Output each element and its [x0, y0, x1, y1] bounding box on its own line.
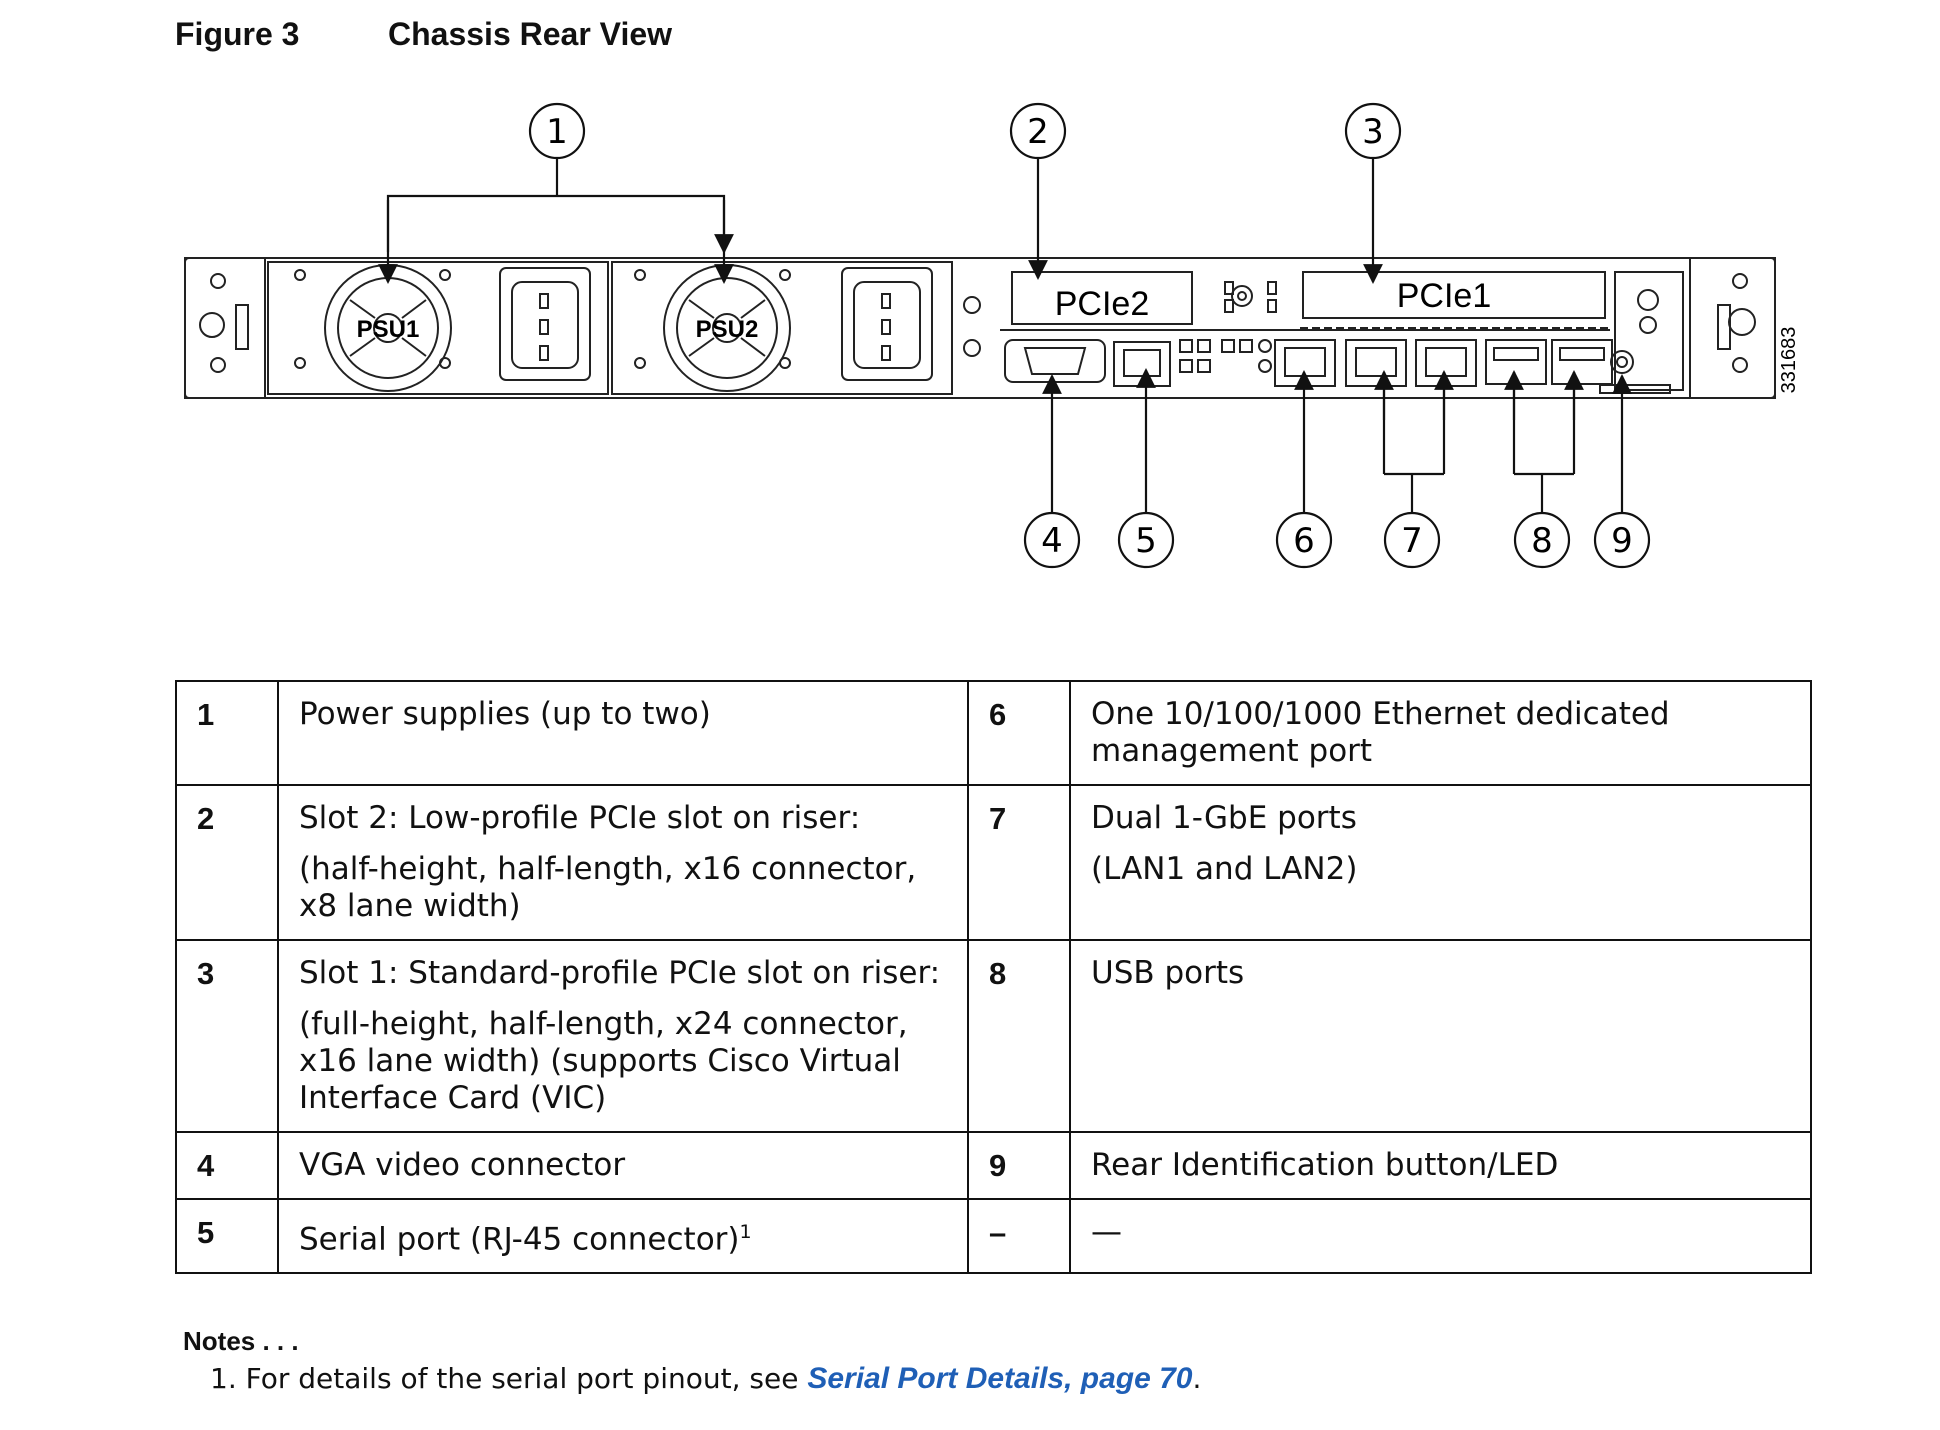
pcie1-label: PCIe1: [1397, 277, 1492, 315]
callout-7: 7: [1383, 511, 1441, 569]
legend-desc: USB ports: [1069, 939, 1812, 1133]
callouts: 1 2 3 4 5 6 7 8 9: [528, 102, 1651, 569]
serial-port: [1113, 341, 1171, 387]
callout-6: 6: [1275, 511, 1333, 569]
psu2-inlet: [841, 267, 933, 381]
callout-5: 5: [1117, 511, 1175, 569]
figure-title: Chassis Rear View: [388, 16, 673, 52]
legend-row: 1 Power supplies (up to two) 6 One 10/10…: [175, 680, 1812, 786]
callout-2: 2: [1009, 102, 1067, 160]
legend-row: 2 Slot 2: Low-profile PCIe slot on riser…: [175, 784, 1812, 941]
legend-num: 1: [175, 680, 279, 786]
figure-number: Figure 3: [175, 16, 300, 52]
svg-text:5: 5: [1135, 521, 1157, 561]
callout-8: 8: [1513, 511, 1571, 569]
callout-3: 3: [1344, 102, 1402, 160]
legend-desc: Power supplies (up to two): [277, 680, 969, 786]
legend-desc: Dual 1-GbE ports(LAN1 and LAN2): [1069, 784, 1812, 941]
legend-num: –: [967, 1197, 1071, 1275]
chassis-rear-diagram: PSU1 PSU2 PCIe2 PCIe1 331683 1 2 3 4: [184, 102, 1800, 569]
callout-4: 4: [1023, 511, 1081, 569]
legend-num: 3: [175, 939, 279, 1133]
pcie2-label: PCIe2: [1055, 285, 1150, 323]
vga-connector: [1004, 339, 1106, 383]
legend-row: 4 VGA video connector 9 Rear Identificat…: [175, 1131, 1812, 1200]
legend-num: 9: [967, 1131, 1071, 1200]
legend-num: 4: [175, 1131, 279, 1200]
psu2-label: PSU2: [696, 316, 759, 343]
svg-text:8: 8: [1531, 521, 1553, 561]
svg-text:4: 4: [1041, 521, 1063, 561]
callout-1: 1: [528, 102, 586, 160]
svg-text:9: 9: [1611, 521, 1633, 561]
legend-desc: Rear Identification button/LED: [1069, 1131, 1812, 1200]
legend-num: 8: [967, 939, 1071, 1133]
usb-port-1: [1485, 339, 1547, 385]
art-id: 331683: [1778, 327, 1800, 394]
legend-num: 7: [967, 784, 1071, 941]
svg-text:1: 1: [546, 112, 568, 152]
note-item: 1. For details of the serial port pinout…: [210, 1362, 1202, 1395]
legend-desc: VGA video connector: [277, 1131, 969, 1200]
usb-port-2: [1551, 339, 1613, 385]
psu2-module: [611, 261, 953, 395]
legend-table: 1 Power supplies (up to two) 6 One 10/10…: [175, 680, 1812, 1275]
legend-num: 5: [175, 1197, 279, 1275]
legend-num: 6: [967, 680, 1071, 786]
svg-text:7: 7: [1401, 521, 1423, 561]
right-rack-ear: [1689, 257, 1776, 399]
footnote-ref: 1: [739, 1221, 752, 1243]
psu1-label: PSU1: [357, 316, 420, 343]
legend-desc: Slot 1: Standard-profile PCIe slot on ri…: [277, 939, 969, 1133]
legend-desc: —: [1069, 1197, 1812, 1275]
legend-row: 3 Slot 1: Standard-profile PCIe slot on …: [175, 939, 1812, 1133]
serial-port-details-link[interactable]: Serial Port Details, page 70: [807, 1362, 1193, 1395]
pcie2-slot: [1011, 271, 1193, 325]
psu1-inlet: [499, 267, 591, 381]
svg-text:6: 6: [1293, 521, 1315, 561]
pcie1-slot: [1302, 271, 1606, 319]
legend-row: 5 Serial port (RJ-45 connector)1 – —: [175, 1197, 1812, 1275]
svg-text:2: 2: [1027, 112, 1049, 152]
svg-text:3: 3: [1362, 112, 1384, 152]
legend-desc: Slot 2: Low-profile PCIe slot on riser:(…: [277, 784, 969, 941]
legend-num: 2: [175, 784, 279, 941]
psu1-module: [267, 261, 609, 395]
chassis-body: [184, 257, 1776, 399]
legend-desc: Serial port (RJ-45 connector)1: [277, 1197, 969, 1275]
legend-desc: One 10/100/1000 Ethernet dedicated manag…: [1069, 680, 1812, 786]
notes-heading: Notes . . .: [183, 1326, 299, 1356]
left-rack-ear: [184, 257, 266, 399]
callout-9: 9: [1593, 511, 1651, 569]
rear-id-button: [1610, 350, 1634, 374]
